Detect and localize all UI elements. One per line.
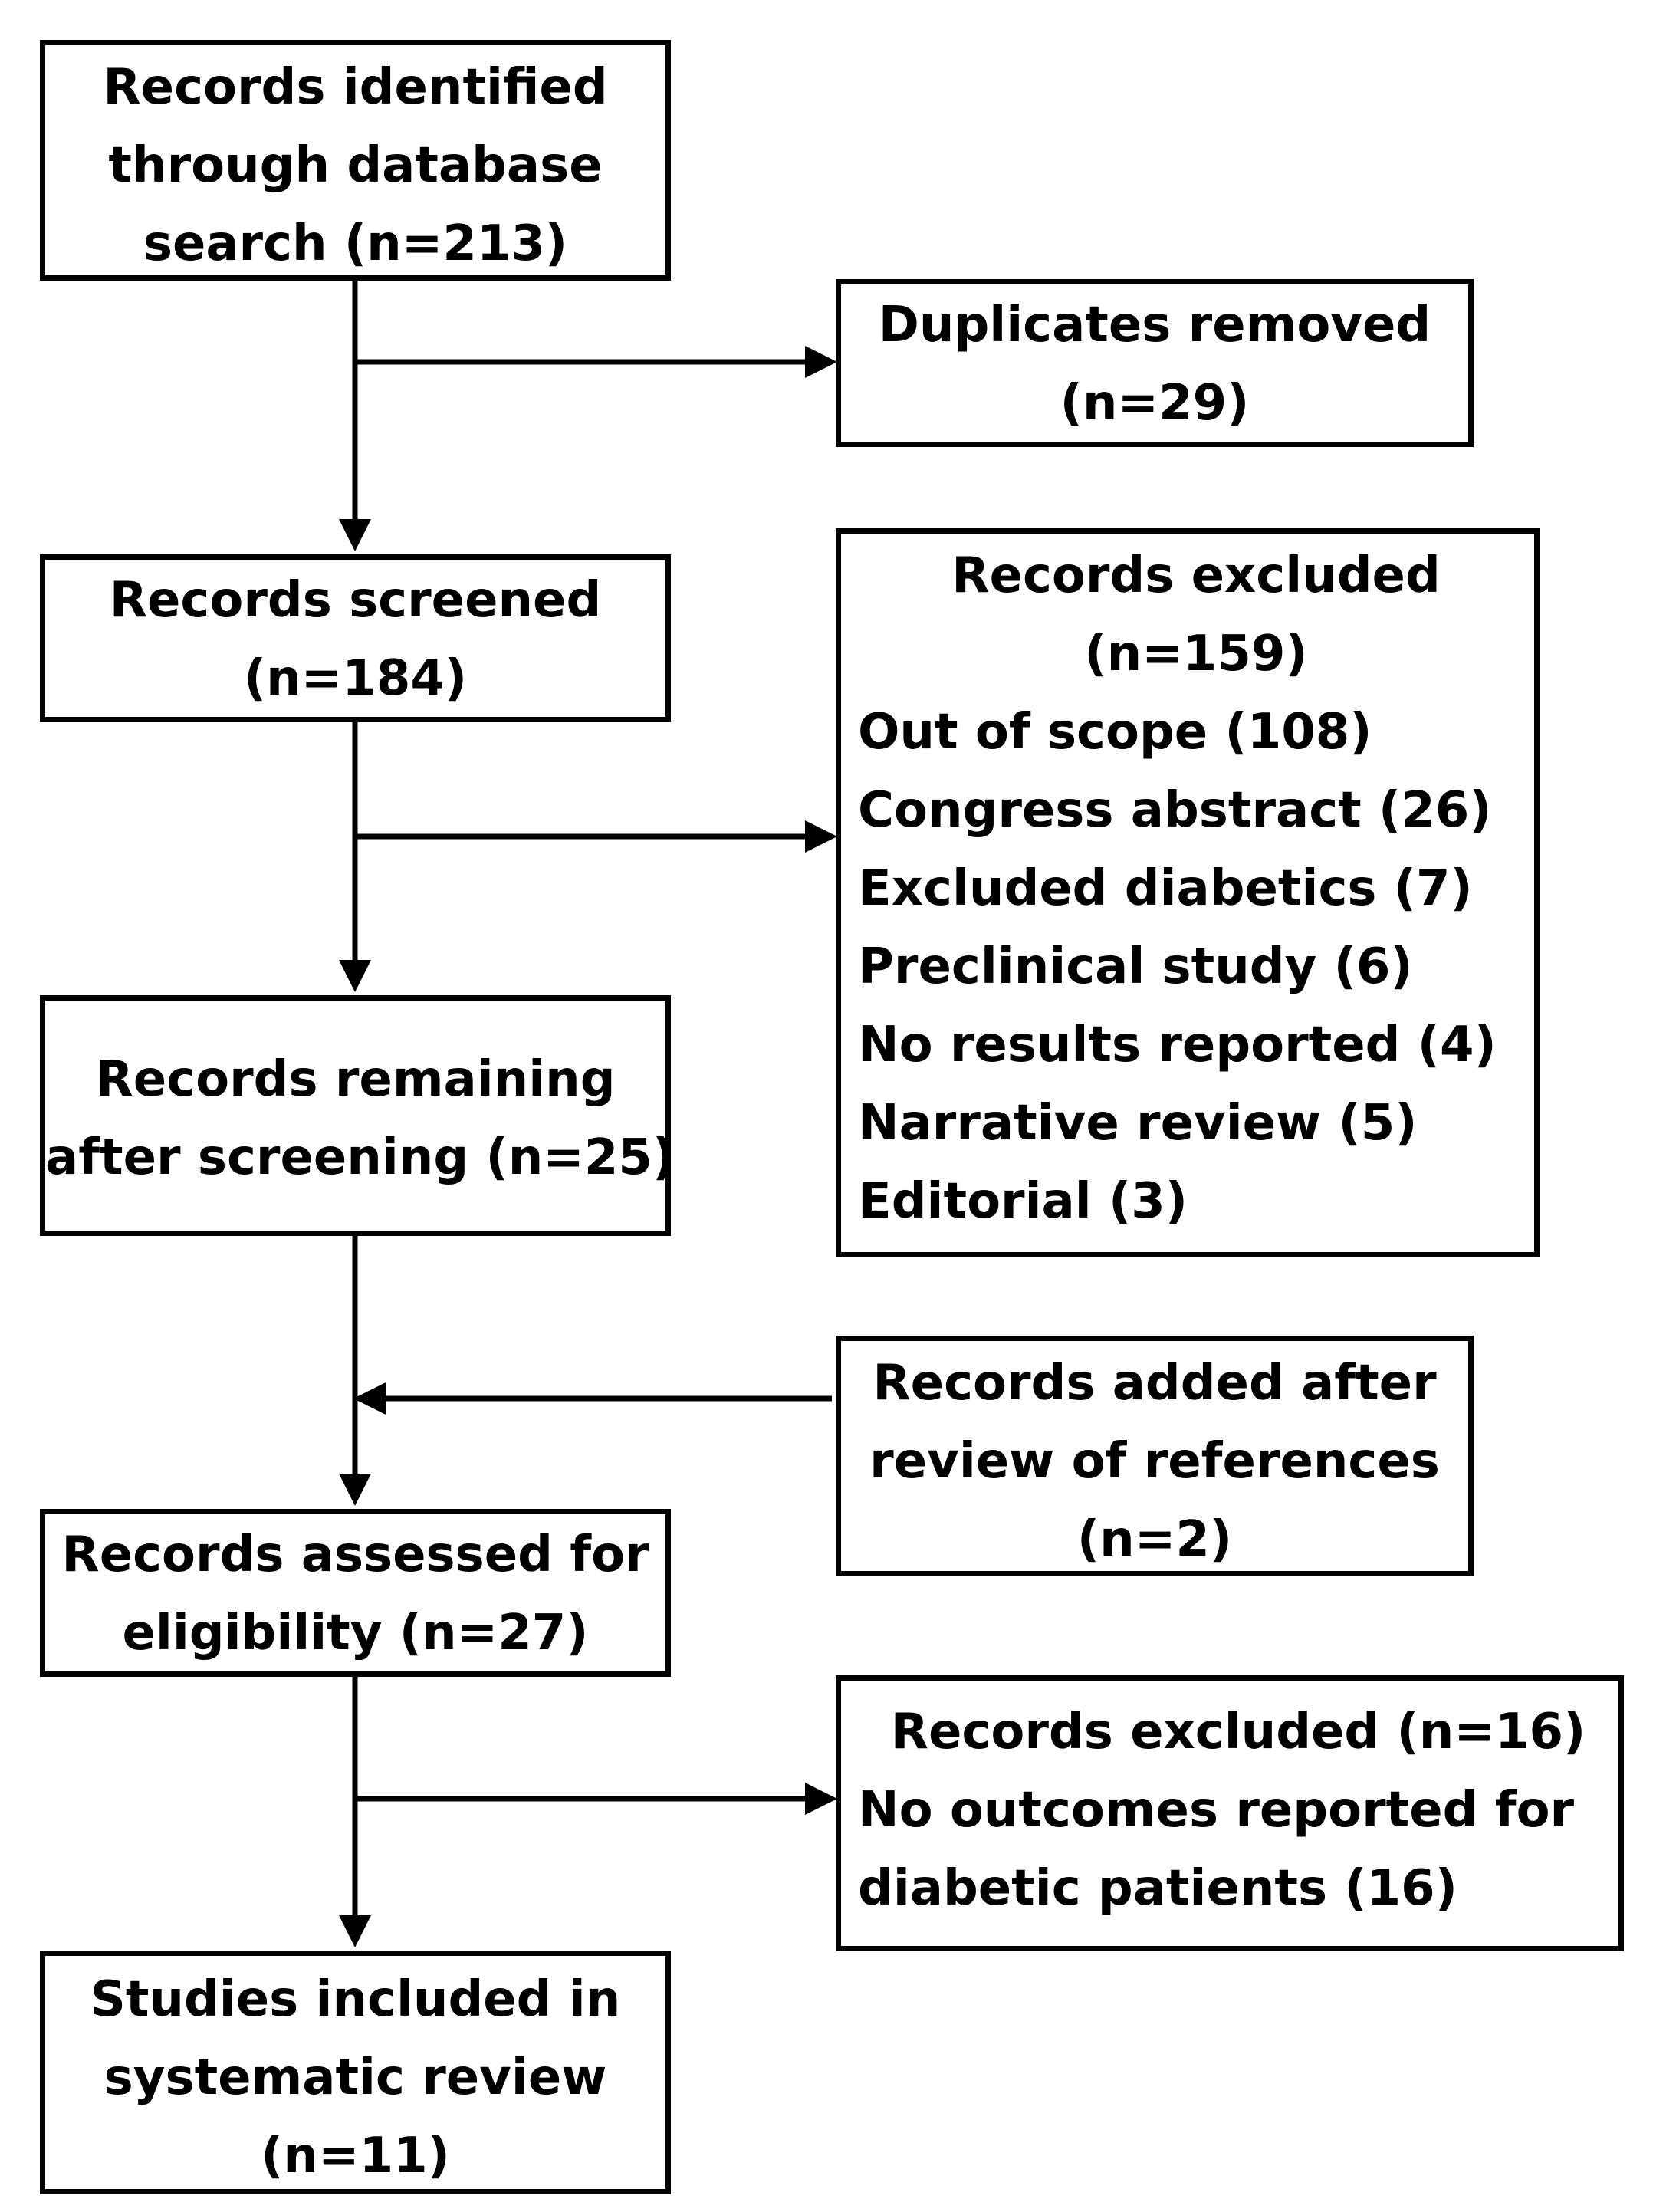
box-records-assessed: Records assessed for eligibility (n=27) (40, 1509, 671, 1677)
box-line: after screening (n=25) (45, 1129, 675, 1186)
box-line: (n=11) (261, 2128, 450, 2184)
exclusion-reason: Editorial (3) (858, 1173, 1188, 1230)
excluded-header: Records excluded (951, 547, 1441, 604)
box-line: (n=184) (243, 650, 468, 707)
box-line: review of references (869, 1433, 1440, 1490)
excluded-header: Records excluded (n=16) (890, 1704, 1586, 1760)
exclusion-reason: Excluded diabetics (7) (858, 860, 1473, 917)
box-line: eligibility (n=27) (122, 1605, 589, 1661)
box-line: Studies included in (90, 1971, 621, 2028)
box-studies-included: Studies included in systematic review (n… (40, 1951, 671, 2194)
box-line: search (n=213) (143, 215, 568, 272)
box-line: (n=29) (1060, 375, 1250, 432)
exclusion-reason: No results reported (4) (858, 1017, 1497, 1073)
box-records-screened: Records screened (n=184) (40, 554, 671, 722)
exclusion-reason: Out of scope (108) (858, 704, 1372, 761)
box-line: Records assessed for (61, 1527, 649, 1583)
box-records-excluded-eligibility: Records excluded (n=16) No outcomes repo… (836, 1675, 1624, 1951)
box-line: Records screened (109, 572, 602, 629)
box-line: Records identified (103, 59, 608, 116)
exclusion-reason: Preclinical study (6) (858, 938, 1413, 995)
box-line: systematic review (104, 2049, 607, 2106)
box-records-excluded-screening: Records excluded (n=159) Out of scope (1… (836, 528, 1540, 1257)
exclusion-reason: Narrative review (5) (858, 1095, 1418, 1152)
box-line: through database (108, 137, 603, 194)
excluded-count: (n=159) (1084, 626, 1308, 682)
exclusion-reason: diabetic patients (16) (858, 1860, 1457, 1917)
box-line: Records remaining (95, 1051, 616, 1108)
box-records-remaining: Records remaining after screening (n=25) (40, 995, 675, 1236)
exclusion-reason: No outcomes reported for (858, 1782, 1575, 1839)
box-line: Records added after (873, 1355, 1437, 1412)
box-records-added: Records added after review of references… (836, 1336, 1474, 1576)
exclusion-reason: Congress abstract (26) (858, 782, 1492, 839)
box-line: Duplicates removed (878, 297, 1431, 353)
box-duplicates-removed: Duplicates removed (n=29) (836, 279, 1474, 447)
box-records-identified: Records identified through database sear… (40, 40, 671, 281)
box-line: (n=2) (1076, 1511, 1233, 1568)
